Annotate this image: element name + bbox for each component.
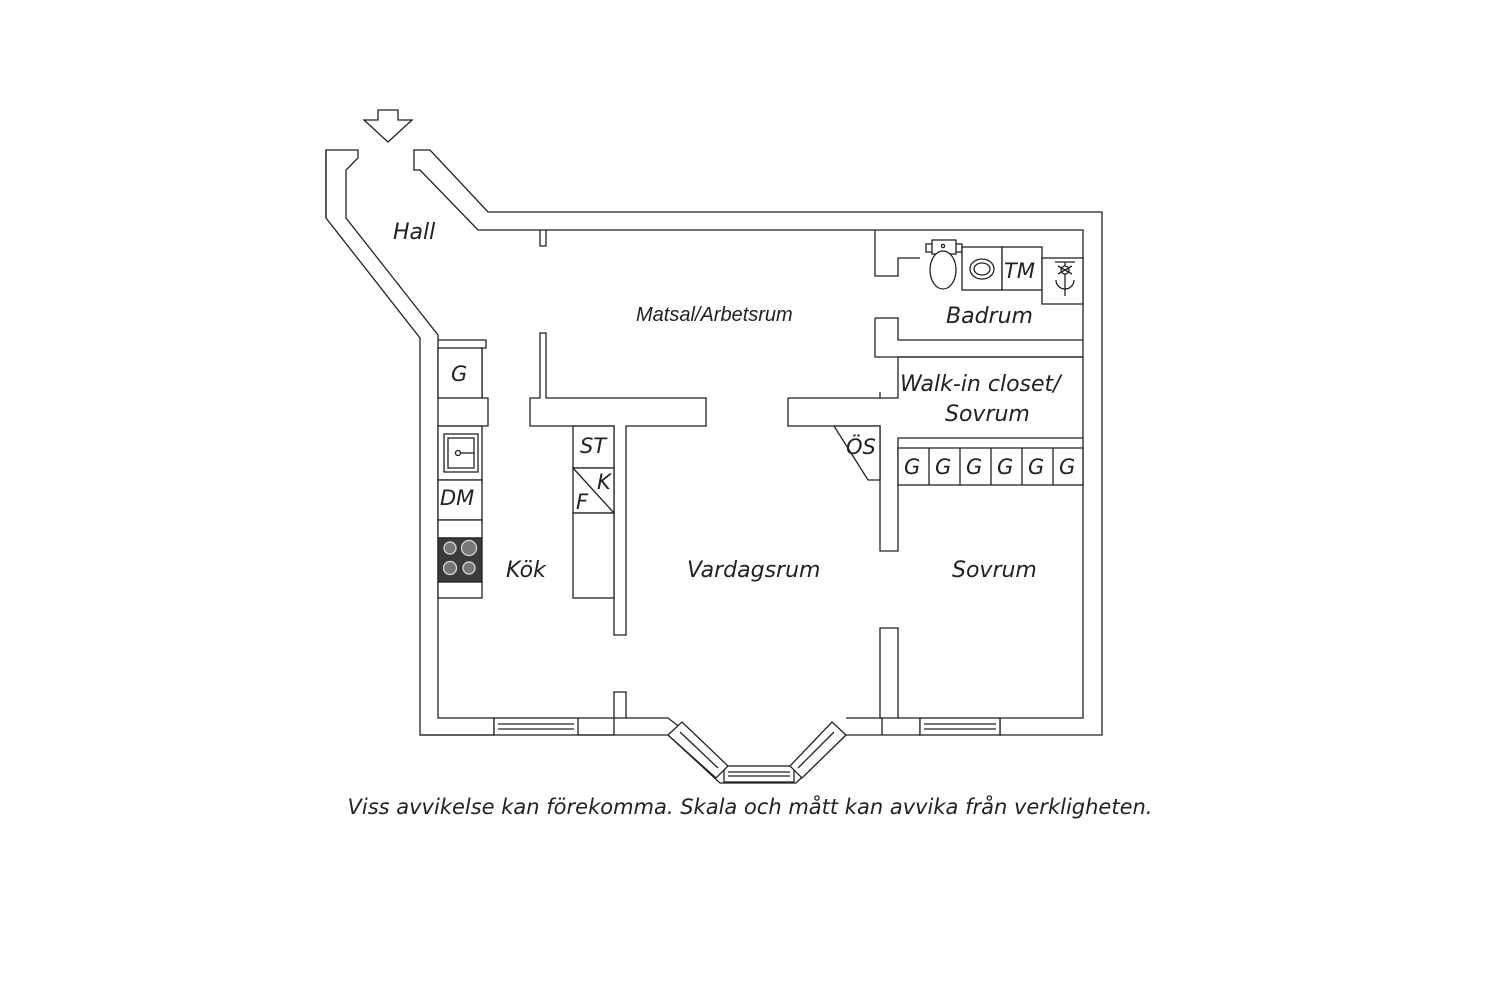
- wardrobe-label-3: G: [966, 455, 982, 479]
- room-label-vardagsrum: Vardagsrum: [687, 558, 820, 583]
- wardrobe-label-6: G: [1059, 455, 1075, 479]
- overskap-cabinet: [832, 425, 881, 481]
- fixture-label-overskap: ÖS: [846, 434, 876, 459]
- disclaimer-text: Viss avvikelse kan förekomma. Skala och …: [348, 794, 1153, 819]
- fixture-label-garderob: G: [451, 362, 467, 386]
- wardrobe-label-5: G: [1028, 455, 1044, 479]
- entrance-arrow-icon: [362, 109, 414, 143]
- room-label-walkin-2: Sovrum: [945, 402, 1030, 427]
- interior-walls: [438, 230, 1083, 719]
- fixture-label-tvattmaskin: TM: [1004, 259, 1035, 283]
- room-label-walkin-1: Walk-in closet/: [900, 372, 1063, 397]
- fixture-label-diskmaskin: DM: [440, 486, 474, 510]
- wardrobe-label-2: G: [935, 455, 951, 479]
- room-label-sovrum: Sovrum: [952, 558, 1037, 583]
- fixture-label-kyl: K: [597, 470, 613, 494]
- room-label-hall: Hall: [393, 220, 435, 245]
- kitchen-fixtures: [437, 347, 615, 599]
- windows: [493, 717, 1001, 783]
- wardrobe-label-4: G: [997, 455, 1013, 479]
- wardrobe-label-1: G: [904, 455, 920, 479]
- room-label-matsal: Matsal/Arbetsrum: [636, 304, 793, 326]
- bathroom-fixtures: [925, 239, 1084, 305]
- fixture-label-frys: F: [576, 490, 589, 514]
- wardrobe-row: [897, 447, 1084, 486]
- fixture-label-stad: ST: [580, 434, 608, 458]
- room-label-badrum: Badrum: [946, 304, 1033, 329]
- room-label-kok: Kök: [506, 558, 547, 583]
